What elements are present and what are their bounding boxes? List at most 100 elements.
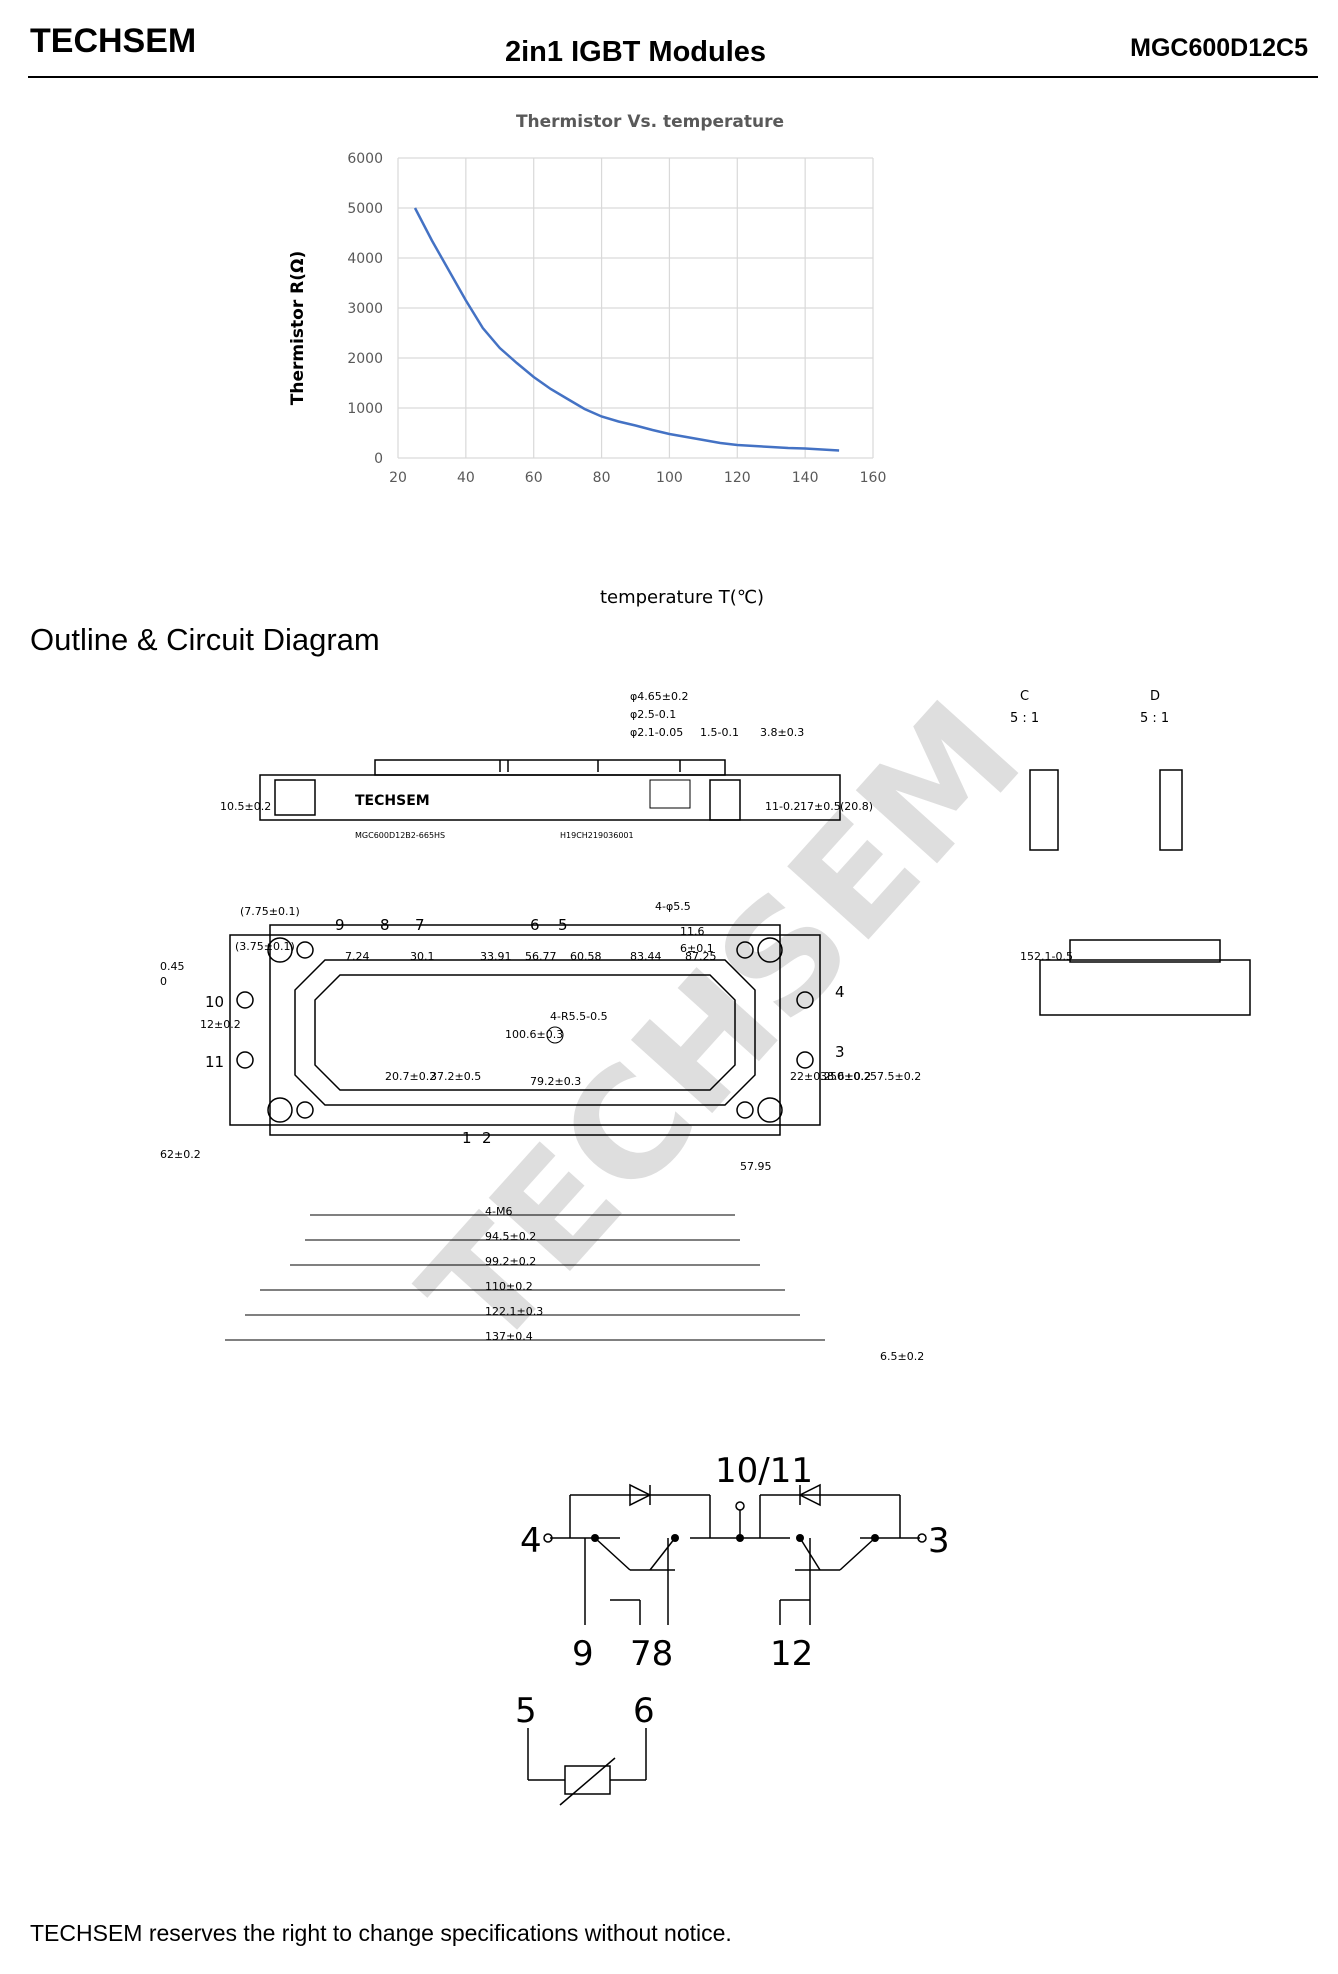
pin-label: 1 [462, 1129, 472, 1147]
detail-c-mark: C [1020, 689, 1029, 704]
thermistor-symbol [564, 1765, 611, 1795]
mount-hole [736, 941, 754, 959]
mount-hole [757, 1097, 783, 1123]
detail-d-mark: D [1150, 689, 1160, 704]
dimension-label: 11-0.2 [765, 800, 800, 813]
dimension-label: 57.95 [740, 1160, 772, 1173]
igbt-left [594, 1537, 631, 1571]
center-mark [546, 1026, 564, 1044]
chart-title: Thermistor Vs. temperature [516, 112, 784, 132]
dimension-label: 7.24 [345, 950, 370, 963]
top-view-lid-outline [294, 959, 756, 1106]
mount-hole [267, 937, 293, 963]
dimension-label: (20.8) [840, 800, 873, 813]
dimension-label: 110±0.2 [485, 1280, 533, 1293]
dimension-label: 17±0.5 [800, 800, 841, 813]
pin-label: 10 [205, 993, 224, 1011]
junction-dot [796, 1534, 804, 1542]
terminal-3 [917, 1533, 927, 1543]
terminal-screw [796, 1051, 814, 1069]
dimension-label: 20.7±0.2 [385, 1070, 436, 1083]
igbt-left [649, 1537, 676, 1571]
detail-d-scale: 5 : 1 [1140, 711, 1169, 726]
chart-y-tick-label: 4000 [347, 251, 383, 267]
dimension-label: 6.5±0.2 [880, 1350, 924, 1363]
mount-hole [757, 937, 783, 963]
chart-x-tick-label: 40 [457, 470, 475, 486]
detail-c-terminal [1029, 769, 1059, 851]
dimension-label: 38.6±0.2 [820, 1070, 871, 1083]
pin-label: 5 [558, 916, 568, 934]
footer-notice: TECHSEM reserves the right to change spe… [30, 1920, 732, 1946]
diode-left [629, 1483, 652, 1507]
junction-dot [671, 1534, 679, 1542]
dimension-label: φ2.5-0.1 [630, 708, 676, 721]
dimension-label: 60.58 [570, 950, 602, 963]
pin-label: 2 [482, 1129, 492, 1147]
chart-y-axis-label: Thermistor R(Ω) [288, 251, 308, 405]
circuit-diagram-svg: 10/11 4 3 9 78 12 5 6 [515, 1451, 950, 1806]
dimension-label: 83.44 [630, 950, 662, 963]
dimension-label: 11.6 [680, 925, 705, 938]
detail-d-terminal [1159, 769, 1183, 851]
dimension-label: 57.5±0.2 [870, 1070, 921, 1083]
junction-dot [736, 1534, 744, 1542]
chart-y-tick-label: 2000 [347, 351, 383, 367]
chart-y-tick-label: 3000 [347, 301, 383, 317]
end-view-body [1039, 959, 1251, 1016]
dimension-label: 37.2±0.5 [430, 1070, 481, 1083]
chart-x-tick-label: 120 [724, 470, 751, 486]
pin-label: 3 [835, 1043, 845, 1061]
diode-right [798, 1483, 821, 1507]
dimension-label: 62±0.2 [160, 1148, 201, 1161]
pin-label: 11 [205, 1053, 224, 1071]
outline-drawing: TECHSEM MGC600D12B2-665HS H19CH219036001… [160, 660, 1300, 1390]
chart-x-tick-label: 60 [525, 470, 543, 486]
mount-hole [296, 941, 314, 959]
side-view-body [259, 774, 841, 821]
detail-c-scale: 5 : 1 [1010, 711, 1039, 726]
dimension-label: 79.2±0.3 [530, 1075, 581, 1088]
junction-dot [871, 1534, 879, 1542]
dimension-label: 12±0.2 [200, 1018, 241, 1031]
dimension-label: φ2.1-0.05 [630, 726, 683, 739]
dimension-label: (3.75±0.1) [235, 940, 295, 953]
side-view-left-boss [274, 779, 316, 816]
header-divider [28, 76, 1318, 78]
terminal-screw [236, 1051, 254, 1069]
side-view-right-boss [709, 779, 741, 821]
dimension-label: 94.5±0.2 [485, 1230, 536, 1243]
dimension-label: 100.6±0.3 [505, 1028, 563, 1041]
mount-hole [267, 1097, 293, 1123]
junction-dot [591, 1534, 599, 1542]
terminal-4 [543, 1533, 553, 1543]
dimension-label: 1.5-0.1 [700, 726, 739, 739]
part-number: MGC600D12C5 [1130, 34, 1308, 62]
terminal-screw [796, 991, 814, 1009]
dimension-label: 87.25 [685, 950, 717, 963]
chart-x-tick-label: 100 [656, 470, 683, 486]
pin-label: 4 [835, 983, 845, 1001]
module-brand: TECHSEM [355, 793, 430, 809]
document-title: 2in1 IGBT Modules [505, 36, 767, 68]
dimension-label: φ4.65±0.2 [630, 690, 688, 703]
terminal-screw [236, 991, 254, 1009]
outline-drawing-svg: TECHSEM MGC600D12B2-665HS H19CH219036001… [160, 670, 1251, 1381]
dimension-label: 4-R5.5-0.5 [550, 1010, 608, 1023]
dimension-label: 0 [160, 975, 167, 988]
label-5: 5 [515, 1691, 537, 1731]
chart-y-tick-label: 0 [374, 451, 383, 467]
label-3: 3 [928, 1521, 950, 1561]
dimension-label: 0.45 [160, 960, 185, 973]
label-10-11: 10/11 [715, 1451, 813, 1491]
top-view-lid-inner [314, 974, 736, 1091]
dimension-label: 30.1 [410, 950, 435, 963]
chart-x-tick-label: 20 [389, 470, 407, 486]
igbt-right [839, 1537, 876, 1571]
mount-hole [296, 1101, 314, 1119]
module-part: MGC600D12B2-665HS [355, 831, 445, 840]
dimension-label: 6±0.1 [680, 942, 714, 955]
watermark: TECHSEM [390, 670, 1055, 1381]
